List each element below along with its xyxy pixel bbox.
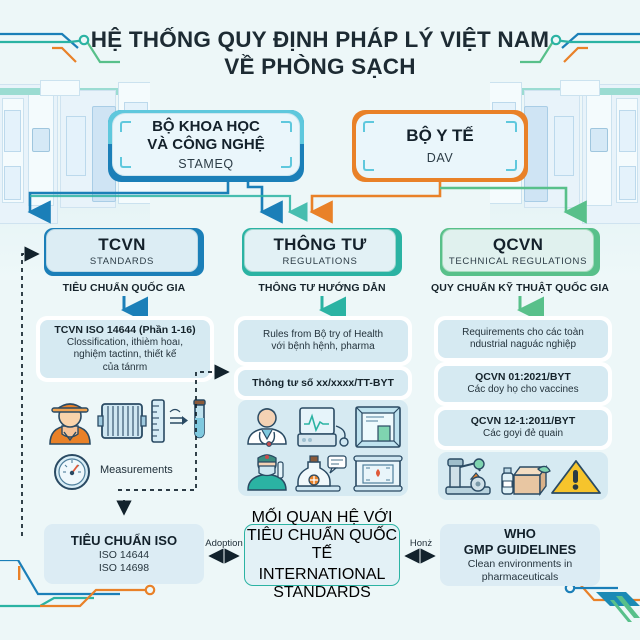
category-qcvn[interactable]: QCVN TECHNICAL REGULATIONS <box>440 228 600 276</box>
qcvn-detail-bold: QCVN 12-1:2011/BYT <box>470 415 576 428</box>
edge-label-honz: Honż <box>409 538 433 549</box>
qcvn-detail-card-1[interactable]: Requirements cho các toàn ndustrial nagʋ… <box>438 320 608 358</box>
category-code: TCVN <box>98 234 146 254</box>
qcvn-detail-bold: QCVN 01:2021/BYT <box>475 371 571 384</box>
edge-label-adoption: Adoption <box>205 538 243 549</box>
ministry-subtitle: DAV <box>426 151 454 165</box>
measurements-label: Measurements <box>100 464 173 476</box>
ruler-icon <box>151 399 165 443</box>
left-icon-group <box>49 399 206 445</box>
bottom-international-title-line1: MỐI QUAN HỆ VỚI <box>251 508 393 526</box>
bottom-who[interactable]: WHO GMP GUIDELINES Clean environments in… <box>440 524 600 586</box>
right-icon-panel <box>438 452 608 500</box>
thongtu-detail-line1: Rules from Bộ try of Health <box>262 328 384 340</box>
page-title-line1: HỆ THỐNG QUY ĐỊNH PHÁP LÝ VIỆT NAM <box>90 27 550 52</box>
ministry-science-technology[interactable]: BỘ KHOA HỌC VÀ CÔNG NGHỆ STAMEQ <box>108 110 304 182</box>
ministry-title-line1: BỘ Y TẾ <box>406 126 474 145</box>
page-title: HỆ THỐNG QUY ĐỊNH PHÁP LÝ VIỆT NAM VỀ PH… <box>0 26 640 80</box>
bottom-international-caption-line2: STANDARDS <box>273 583 371 601</box>
bottom-international-title-line2: TIÊU CHUẨN QUỐC TẾ <box>246 526 398 562</box>
category-label-qcvn: QUY CHUẨN KỸ THUẬT QUỐC GIA <box>430 282 610 294</box>
qcvn-detail-line2: ndustrial nagʋác nghiệp <box>469 339 577 350</box>
tcvn-detail-bold: TCVN ISO 14644 (Phần 1-16) <box>54 323 196 336</box>
thongtu-detail-bold: Thông tư số xx/xxxx/TT-BYT <box>252 376 394 389</box>
thongtu-detail-card-2[interactable]: Thông tư số xx/xxxx/TT-BYT <box>238 370 408 396</box>
bottom-who-line2: pharmaceuticals <box>481 571 559 583</box>
tcvn-detail-line2: nghiệm tactinn, thiết kế <box>73 349 177 361</box>
tcvn-detail-card[interactable]: TCVN ISO 14644 (Phần 1-16) Clossificatio… <box>40 320 210 378</box>
page-title-line2: VỀ PHÒNG SẠCH <box>224 54 416 79</box>
tcvn-detail-line1: Clossification, ithièm hoaı, <box>66 336 184 348</box>
bottom-who-title-line2: GMP GUIDELINES <box>463 542 577 557</box>
category-label-tcvn: TIÊU CHUẨN QUỐC GIA <box>62 282 186 294</box>
bottom-who-line1: Clean environments in <box>467 558 573 570</box>
ministry-health[interactable]: BỘ Y TẾ DAV <box>352 110 528 182</box>
category-label-thong-tu: THÔNG TƯ HƯỚNG DẪN <box>258 282 386 294</box>
flow-arrow-icon <box>169 408 188 425</box>
qcvn-detail-line1: Các goyi đẻ quain <box>482 428 564 440</box>
category-thong-tu[interactable]: THÔNG TƯ REGULATIONS <box>242 228 402 276</box>
corner-bracket-icon <box>281 121 292 132</box>
test-tube-icon <box>193 399 206 439</box>
bottom-international[interactable]: MỐI QUAN HỆ VỚI TIÊU CHUẨN QUỐC TẾ INTER… <box>244 509 400 601</box>
corner-bracket-icon <box>281 157 292 168</box>
gauge-icon <box>54 454 90 490</box>
bottom-iso-line1: ISO 14644 <box>98 549 150 561</box>
category-code: QCVN <box>492 234 544 254</box>
qcvn-detail-card-3[interactable]: QCVN 12-1:2011/BYT Các goyi đẻ quain <box>438 410 608 446</box>
category-code-sub: TECHNICAL REGULATIONS <box>448 255 588 267</box>
ministry-title-line2: VÀ CÔNG NGHỆ <box>147 136 265 153</box>
category-code-sub: REGULATIONS <box>282 255 358 267</box>
bottom-iso[interactable]: TIÊU CHUẨN ISO ISO 14644 ISO 14698 <box>44 524 204 584</box>
bottom-international-caption-line1: INTERNATIONAL <box>258 565 386 583</box>
ministry-subtitle: STAMEQ <box>178 157 234 171</box>
corner-bracket-icon <box>363 121 374 132</box>
qcvn-detail-card-2[interactable]: QCVN 01:2021/BYT Các doy họ cho vaccines <box>438 366 608 402</box>
bottom-who-title-line1: WHO <box>504 526 536 541</box>
qcvn-detail-line1: Requirements cho các toàn <box>462 326 584 338</box>
thongtu-detail-line2: với bệnh hệnh, pharma <box>271 341 375 352</box>
worker-hardhat-icon <box>49 403 91 445</box>
category-code: THÔNG TƯ <box>273 234 367 254</box>
category-code-sub: STANDARDS <box>89 255 155 267</box>
thongtu-detail-card-1[interactable]: Rules from Bộ try of Health với bệnh hện… <box>238 320 408 362</box>
corner-bracket-icon <box>506 160 517 171</box>
qcvn-detail-line1: Các doy họ cho vaccines <box>467 384 579 396</box>
bottom-iso-title: TIÊU CHUẨN ISO <box>70 533 178 548</box>
corner-bracket-icon <box>506 121 517 132</box>
middle-icon-panel <box>238 400 408 496</box>
corner-bracket-icon <box>363 160 374 171</box>
tcvn-detail-line3: của tánrm <box>102 361 148 373</box>
corner-bracket-icon <box>120 157 131 168</box>
ministry-title-line1: BỘ KHOA HỌC <box>152 118 260 135</box>
hepa-filter-icon <box>97 403 147 439</box>
bottom-iso-line2: ISO 14698 <box>98 562 150 574</box>
category-tcvn[interactable]: TCVN STANDARDS <box>44 228 204 276</box>
corner-bracket-icon <box>120 121 131 132</box>
